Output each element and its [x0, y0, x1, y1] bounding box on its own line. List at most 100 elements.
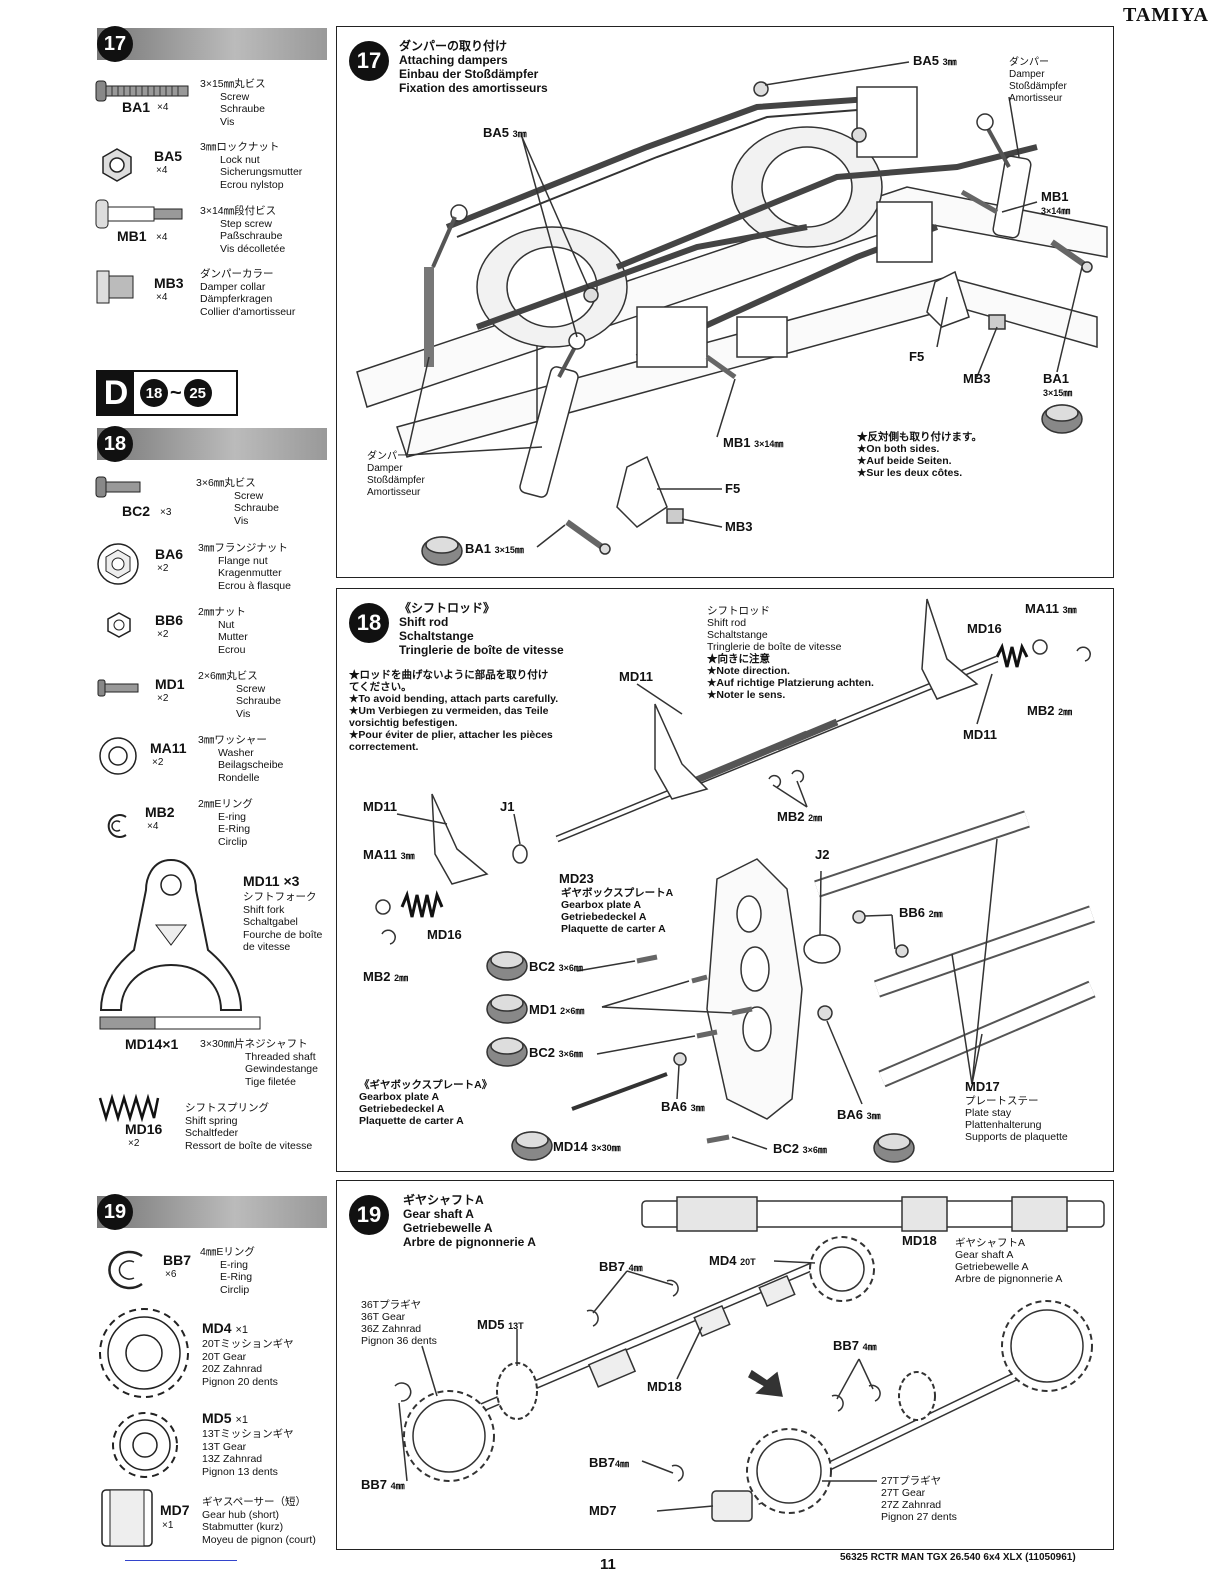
- label-mb3-left: MB3: [725, 519, 753, 534]
- label-ma11-left: MA11 3㎜: [363, 847, 415, 862]
- brand-logo: TAMIYA: [1122, 4, 1209, 26]
- part-desc-mb2: 2㎜Eリング E-ring E-Ring Circlip: [198, 798, 253, 848]
- part-code-mb1: MB1: [117, 228, 147, 244]
- part-code-ba6: BA6: [155, 546, 184, 562]
- label-ba5-top: BA5 3㎜: [913, 53, 957, 68]
- label-md7: MD7: [589, 1503, 617, 1518]
- part-qty-ba1: ×4: [157, 102, 169, 113]
- label-ma11-top: MA11 3㎜: [1025, 601, 1077, 616]
- step-18-circle: 18: [349, 603, 389, 643]
- label-md11-top: MD11: [963, 727, 997, 742]
- step-17-number: 17: [97, 26, 133, 62]
- shift-spring-icon: [98, 1093, 160, 1123]
- step-19-number: 19: [97, 1194, 133, 1230]
- shift-fork-icon: [99, 858, 243, 1011]
- step-19-header-bar: [97, 1196, 327, 1228]
- footer-product-code: 56325 RCTR MAN TGX 26.540 6x4 XLX (11050…: [840, 1552, 1076, 1563]
- label-md14: MD14 3×30㎜: [553, 1139, 621, 1154]
- label-md23: MD23: [559, 871, 594, 886]
- nut-icon: [107, 612, 131, 638]
- part-code-md11: MD11 ×3: [243, 873, 300, 889]
- label-md18: MD18: [647, 1379, 682, 1394]
- label-bb7-bottom: BB74㎜: [589, 1455, 630, 1470]
- bag-letter: D: [98, 372, 134, 414]
- part-desc-ba5: 3㎜ロックナット Lock nut Sicherungsmutter Ecrou…: [200, 141, 303, 191]
- footer-rule: [125, 1560, 237, 1561]
- part-desc-md5: 13Tミッションギヤ 13T Gear 13Z Zahnrad Pignon 1…: [202, 1428, 294, 1478]
- label-md4: MD4 20T: [709, 1253, 756, 1268]
- label-j2: J2: [815, 847, 830, 862]
- label-md1: MD1 2×6㎜: [529, 1002, 585, 1017]
- label-mb2-left: MB2 2㎜: [363, 969, 409, 984]
- part-qty-mb2: ×4: [147, 821, 159, 832]
- part-qty-ba6: ×2: [157, 563, 169, 574]
- lock-nut-icon: [102, 148, 132, 182]
- label-ba5-left: BA5 3㎜: [483, 125, 527, 140]
- part-desc-bb7: 4㎜Eリング E-ring E-Ring Circlip: [200, 1246, 255, 1296]
- label-bb7-top: BB7 4㎜: [599, 1259, 643, 1274]
- step-screw-icon: [95, 199, 183, 229]
- part-desc-md11: シフトフォーク Shift fork Schaltgabel Fourche d…: [243, 891, 323, 953]
- page-number: 11: [600, 1556, 616, 1573]
- e-ring-icon: [108, 1250, 143, 1290]
- label-mb2-top: MB2 2㎜: [1027, 703, 1073, 718]
- label-j1: J1: [500, 799, 515, 814]
- part-desc-md16: シフトスプリング Shift spring Schaltfeder Ressor…: [185, 1102, 313, 1152]
- label-md16-left: MD16: [427, 927, 462, 942]
- part-code-ba1: BA1: [122, 99, 151, 115]
- label-mb1-center: MB1 3×14㎜: [723, 435, 784, 450]
- part-desc-ba1: 3×15㎜丸ビス Screw Schraube Vis: [200, 78, 266, 128]
- part-code-mb2: MB2: [145, 804, 175, 820]
- part-code-md14: MD14×1: [125, 1036, 179, 1052]
- bag-range-tilde: ~: [170, 381, 182, 404]
- flange-nut-icon: [97, 543, 139, 585]
- screw-icon: [95, 476, 141, 498]
- step-18-number: 18: [97, 426, 133, 462]
- label-md18-top: MD18: [902, 1233, 937, 1248]
- gear-hub-icon: [101, 1489, 153, 1547]
- label-md5: MD5 13T: [477, 1317, 524, 1332]
- part-desc-mb3: ダンパーカラー Damper collar Dämpferkragen Coll…: [200, 268, 296, 318]
- step-18-header-bar: [97, 428, 327, 460]
- part-desc-md14: 3×30㎜片ネジシャフト Threaded shaft Gewindestang…: [200, 1038, 318, 1088]
- label-mb2-mid: MB2 2㎜: [777, 809, 823, 824]
- label-bc2-c: BC2 3×6㎜: [773, 1141, 827, 1156]
- label-bb6: BB6 2㎜: [899, 905, 943, 920]
- part-qty-bb7: ×6: [165, 1269, 177, 1280]
- part-code-bc2: BC2: [122, 503, 151, 519]
- bag-from-step: 18: [140, 379, 168, 407]
- gear-shaft-illustration: [394, 1196, 1105, 1522]
- part-code-md4: MD4 ×1: [202, 1320, 248, 1336]
- label-bc2-b: BC2 3×6㎜: [529, 1045, 583, 1060]
- part-qty-md7: ×1: [162, 1520, 174, 1531]
- screw-icon: [97, 679, 139, 697]
- part-desc-ba6: 3㎜フランジナット Flange nut Kragenmutter Ecrou …: [198, 542, 291, 592]
- note-both-sides: ★反対側も取り付けます。★On both sides.★Auf beide Se…: [857, 431, 982, 479]
- part-code-ma11: MA11: [150, 740, 187, 756]
- bag-to-step: 25: [183, 379, 212, 407]
- part-code-md1: MD1: [155, 676, 185, 692]
- label-f5-right: F5: [909, 349, 925, 364]
- part-code-md7: MD7: [160, 1502, 190, 1518]
- label-md11-left: MD11: [363, 799, 397, 814]
- part-desc-mb1: 3×14㎜段付ビス Step screw Paßschraube Vis déc…: [200, 205, 286, 255]
- part-qty-ba5: ×4: [156, 165, 168, 176]
- shift-rod-illustration: [375, 598, 1096, 1163]
- part-desc-bb6: 2㎜ナット Nut Mutter Ecrou: [198, 606, 248, 656]
- gear-13t-icon: [112, 1412, 178, 1478]
- part-qty-ma11: ×2: [152, 757, 164, 768]
- part-desc-bc2: 3×6㎜丸ビス Screw Schraube Vis: [196, 477, 279, 527]
- part-code-bb7: BB7: [163, 1252, 192, 1268]
- step-17-header-bar: [97, 28, 327, 60]
